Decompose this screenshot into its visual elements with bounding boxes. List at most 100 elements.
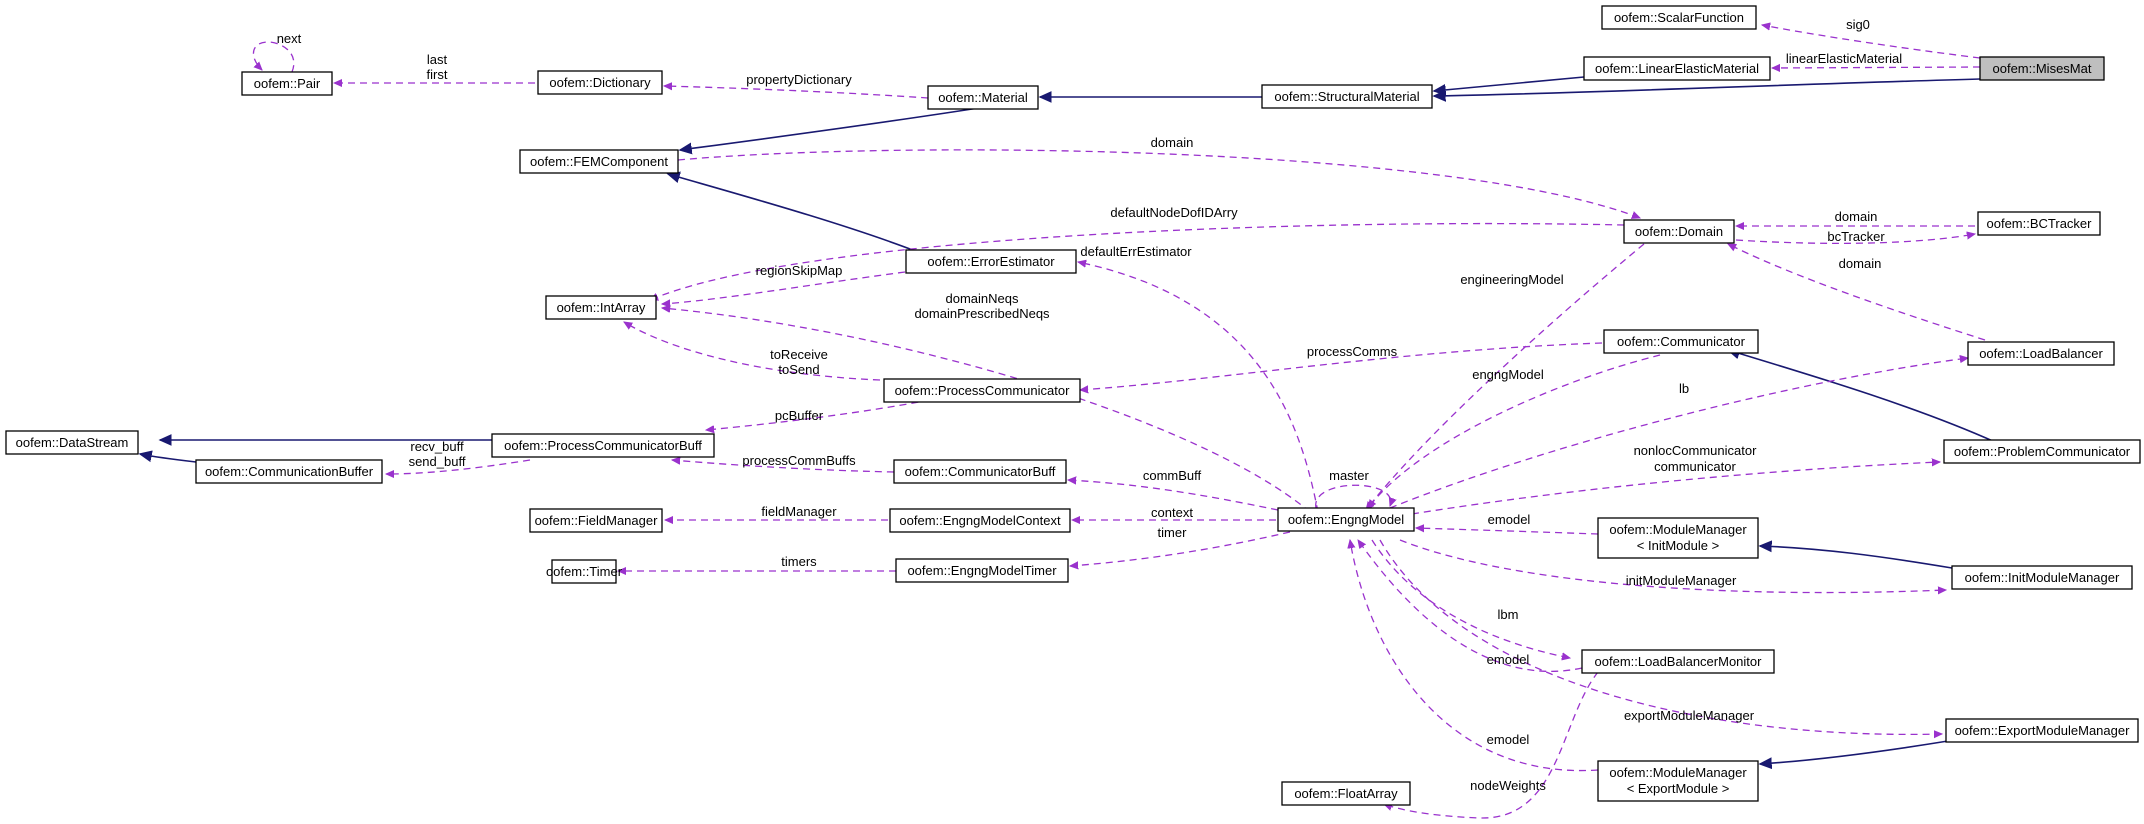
edge-errorestimator-femcomponent — [668, 174, 919, 253]
label-lb: lb — [1679, 381, 1689, 396]
label-timers: timers — [781, 554, 817, 569]
edge-loadbalancermonitor-engngmodel — [1358, 540, 1583, 673]
node-communicationbuffer-label: oofem::CommunicationBuffer — [205, 464, 374, 479]
label-first: first — [427, 67, 448, 82]
node-modulemanager-exportmodule-label-1: oofem::ModuleManager — [1609, 765, 1747, 780]
edge-linearelastic-structuralmaterial — [1434, 76, 1585, 91]
edge-material-femcomponent — [680, 106, 986, 150]
label-propertydictionary: propertyDictionary — [746, 72, 852, 87]
label-sig0: sig0 — [1846, 17, 1870, 32]
label-emodel-modulemanager: emodel — [1488, 512, 1531, 527]
edge-pcbuff-communicationbuffer — [386, 459, 531, 474]
label-toreceive: toReceive — [770, 347, 828, 362]
label-bctracker: bcTracker — [1827, 229, 1885, 244]
node-misesmat[interactable]: oofem::MisesMat — [1979, 56, 2105, 81]
node-loadbalancermonitor-label: oofem::LoadBalancerMonitor — [1595, 654, 1763, 669]
node-pair-label: oofem::Pair — [254, 76, 321, 91]
node-material-label: oofem::Material — [938, 90, 1028, 105]
node-modulemanager-initmodule[interactable]: oofem::ModuleManager < InitModule > — [1597, 517, 1759, 559]
label-domainneqs: domainNeqs — [946, 291, 1019, 306]
node-engngmodeltimer[interactable]: oofem::EngngModelTimer — [895, 558, 1069, 583]
node-processcommunicator[interactable]: oofem::ProcessCommunicator — [883, 378, 1081, 403]
node-pair[interactable]: oofem::Pair — [241, 71, 333, 96]
node-misesmat-label: oofem::MisesMat — [1993, 61, 2092, 76]
node-problemcommunicator-label: oofem::ProblemCommunicator — [1954, 444, 2131, 459]
label-lbm: lbm — [1498, 607, 1519, 622]
edge-engngmodel-emtimer — [1070, 531, 1291, 566]
node-exportmodulemanager-label: oofem::ExportModuleManager — [1955, 723, 2131, 738]
node-errorestimator[interactable]: oofem::ErrorEstimator — [905, 249, 1077, 274]
label-domainprescribedneqs: domainPrescribedNeqs — [914, 306, 1050, 321]
label-emodel-loadbalancermonitor: emodel — [1487, 652, 1530, 667]
node-communicator[interactable]: oofem::Communicator — [1603, 329, 1759, 354]
node-processcommunicatorbuff[interactable]: oofem::ProcessCommunicatorBuff — [491, 433, 715, 458]
node-exportmodulemanager[interactable]: oofem::ExportModuleManager — [1945, 718, 2139, 743]
node-timer[interactable]: oofem::Timer — [546, 559, 623, 584]
node-timer-label: oofem::Timer — [546, 564, 623, 579]
edge-material-dictionary — [664, 86, 929, 99]
node-intarray[interactable]: oofem::IntArray — [545, 295, 657, 320]
label-defaultnodedofidarry: defaultNodeDofIDArry — [1110, 205, 1238, 220]
node-communicationbuffer[interactable]: oofem::CommunicationBuffer — [195, 459, 383, 484]
label-recv-buff: recv_buff — [410, 439, 464, 454]
label-regionskipmap: regionSkipMap — [756, 263, 843, 278]
edge-modulemanager-init-engngmodel — [1416, 528, 1599, 535]
node-floatarray-label: oofem::FloatArray — [1294, 786, 1398, 801]
node-femcomponent[interactable]: oofem::FEMComponent — [519, 149, 679, 174]
edge-domain-engngmodel — [1366, 243, 1645, 510]
node-engngmodel-label: oofem::EngngModel — [1288, 512, 1404, 527]
node-floatarray[interactable]: oofem::FloatArray — [1281, 781, 1411, 806]
node-initmodulemanager[interactable]: oofem::InitModuleManager — [1951, 565, 2133, 590]
label-linearelasticmaterial: linearElasticMaterial — [1786, 51, 1902, 66]
edge-problemcommunicator-communicator — [1728, 350, 1996, 443]
node-fieldmanager[interactable]: oofem::FieldManager — [529, 508, 663, 533]
node-datastream[interactable]: oofem::DataStream — [5, 430, 139, 455]
node-linearelasticmaterial-label: oofem::LinearElasticMaterial — [1595, 61, 1759, 76]
node-dictionary[interactable]: oofem::Dictionary — [537, 70, 663, 95]
label-send-buff: send_buff — [409, 454, 466, 469]
label-communicator: communicator — [1654, 459, 1736, 474]
node-engngmodel[interactable]: oofem::EngngModel — [1277, 507, 1415, 532]
label-processcomms: processComms — [1307, 344, 1398, 359]
edge-domain-intarray — [650, 222, 1625, 300]
label-timer: timer — [1158, 525, 1188, 540]
label-tosend: toSend — [778, 362, 819, 377]
node-modulemanager-exportmodule[interactable]: oofem::ModuleManager < ExportModule > — [1597, 760, 1759, 802]
node-bctracker[interactable]: oofem::BCTracker — [1977, 211, 2101, 236]
node-structuralmaterial-label: oofem::StructuralMaterial — [1274, 89, 1419, 104]
label-commbuff: commBuff — [1143, 468, 1202, 483]
node-domain-label: oofem::Domain — [1635, 224, 1723, 239]
edge-initmodulemanager-modulemanager-init — [1760, 546, 1953, 569]
edge-errorestimator-intarray — [662, 271, 906, 304]
node-communicatorbuff[interactable]: oofem::CommunicatorBuff — [893, 459, 1067, 484]
label-domain-loadbalancer: domain — [1839, 256, 1882, 271]
node-engngmodelcontext[interactable]: oofem::EngngModelContext — [889, 508, 1071, 533]
edge-exportmodulemanager-modulemanager-export — [1760, 740, 1949, 764]
node-material[interactable]: oofem::Material — [927, 85, 1039, 110]
node-engngmodelcontext-label: oofem::EngngModelContext — [899, 513, 1061, 528]
edge-engngmodel-loadbalancermonitor — [1371, 539, 1570, 658]
label-last: last — [427, 52, 448, 67]
node-scalarfunction-label: oofem::ScalarFunction — [1614, 10, 1744, 25]
node-processcommunicator-label: oofem::ProcessCommunicator — [895, 383, 1071, 398]
label-fieldmanager: fieldManager — [761, 504, 837, 519]
edge-communicationbuffer-datastream — [140, 454, 197, 463]
node-scalarfunction[interactable]: oofem::ScalarFunction — [1601, 5, 1757, 30]
node-problemcommunicator[interactable]: oofem::ProblemCommunicator — [1943, 439, 2141, 464]
edge-mises-linearelastic — [1772, 67, 1981, 68]
node-structuralmaterial[interactable]: oofem::StructuralMaterial — [1261, 84, 1433, 109]
node-communicator-label: oofem::Communicator — [1617, 334, 1746, 349]
node-loadbalancermonitor[interactable]: oofem::LoadBalancerMonitor — [1581, 649, 1775, 674]
node-linearelasticmaterial[interactable]: oofem::LinearElasticMaterial — [1583, 56, 1771, 81]
node-loadbalancer[interactable]: oofem::LoadBalancer — [1967, 341, 2115, 366]
label-engineeringmodel: engineeringModel — [1460, 272, 1563, 287]
node-errorestimator-label: oofem::ErrorEstimator — [927, 254, 1055, 269]
edge-processcommunicator-intarray — [624, 322, 881, 381]
label-domain-femcomponent: domain — [1151, 135, 1194, 150]
node-intarray-label: oofem::IntArray — [557, 300, 646, 315]
node-modulemanager-exportmodule-label-2: < ExportModule > — [1627, 781, 1730, 796]
node-domain[interactable]: oofem::Domain — [1623, 219, 1735, 244]
edge-engngmodel-exportmodulemanager — [1379, 539, 1942, 734]
node-modulemanager-initmodule-label-1: oofem::ModuleManager — [1609, 522, 1747, 537]
